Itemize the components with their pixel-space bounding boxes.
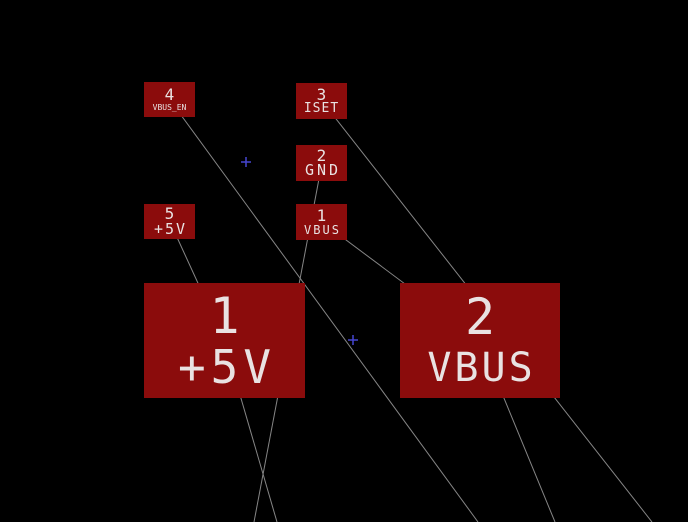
pad-number: 5 [164, 204, 175, 223]
pad-net-label: ISET [303, 100, 340, 116]
anchor-cross-icon [241, 157, 251, 167]
pad-number: 1 [316, 205, 327, 225]
pad-3-iset[interactable]: 3 ISET [296, 83, 347, 119]
pad-2-gnd[interactable]: 2 GND [296, 145, 347, 181]
pad-number: 3 [316, 84, 327, 104]
pad-net-label: VBUS_EN [152, 102, 187, 112]
pad-4-vbus-en[interactable]: 4 VBUS_EN [144, 82, 195, 117]
pad-number: 2 [464, 287, 496, 346]
pad-net-label: VBUS [304, 222, 341, 237]
pad-big-2-vbus[interactable]: 2 VBUS [400, 283, 560, 398]
pad-big-1-plus5v[interactable]: 1 +5V [144, 283, 305, 398]
pad-number: 4 [164, 84, 175, 104]
pad-net-label: VBUS [427, 344, 536, 391]
pad-number: 2 [316, 146, 327, 165]
pad-5-plus5v[interactable]: 5 +5V [144, 204, 195, 239]
pad-net-label: +5V [153, 220, 188, 238]
pad-1-vbus[interactable]: 1 VBUS [296, 204, 347, 240]
pad-net-label: +5V [177, 339, 277, 394]
pad-number: 1 [209, 286, 240, 345]
pad-net-label: GND [304, 161, 342, 179]
anchor-cross-icon [348, 335, 358, 345]
